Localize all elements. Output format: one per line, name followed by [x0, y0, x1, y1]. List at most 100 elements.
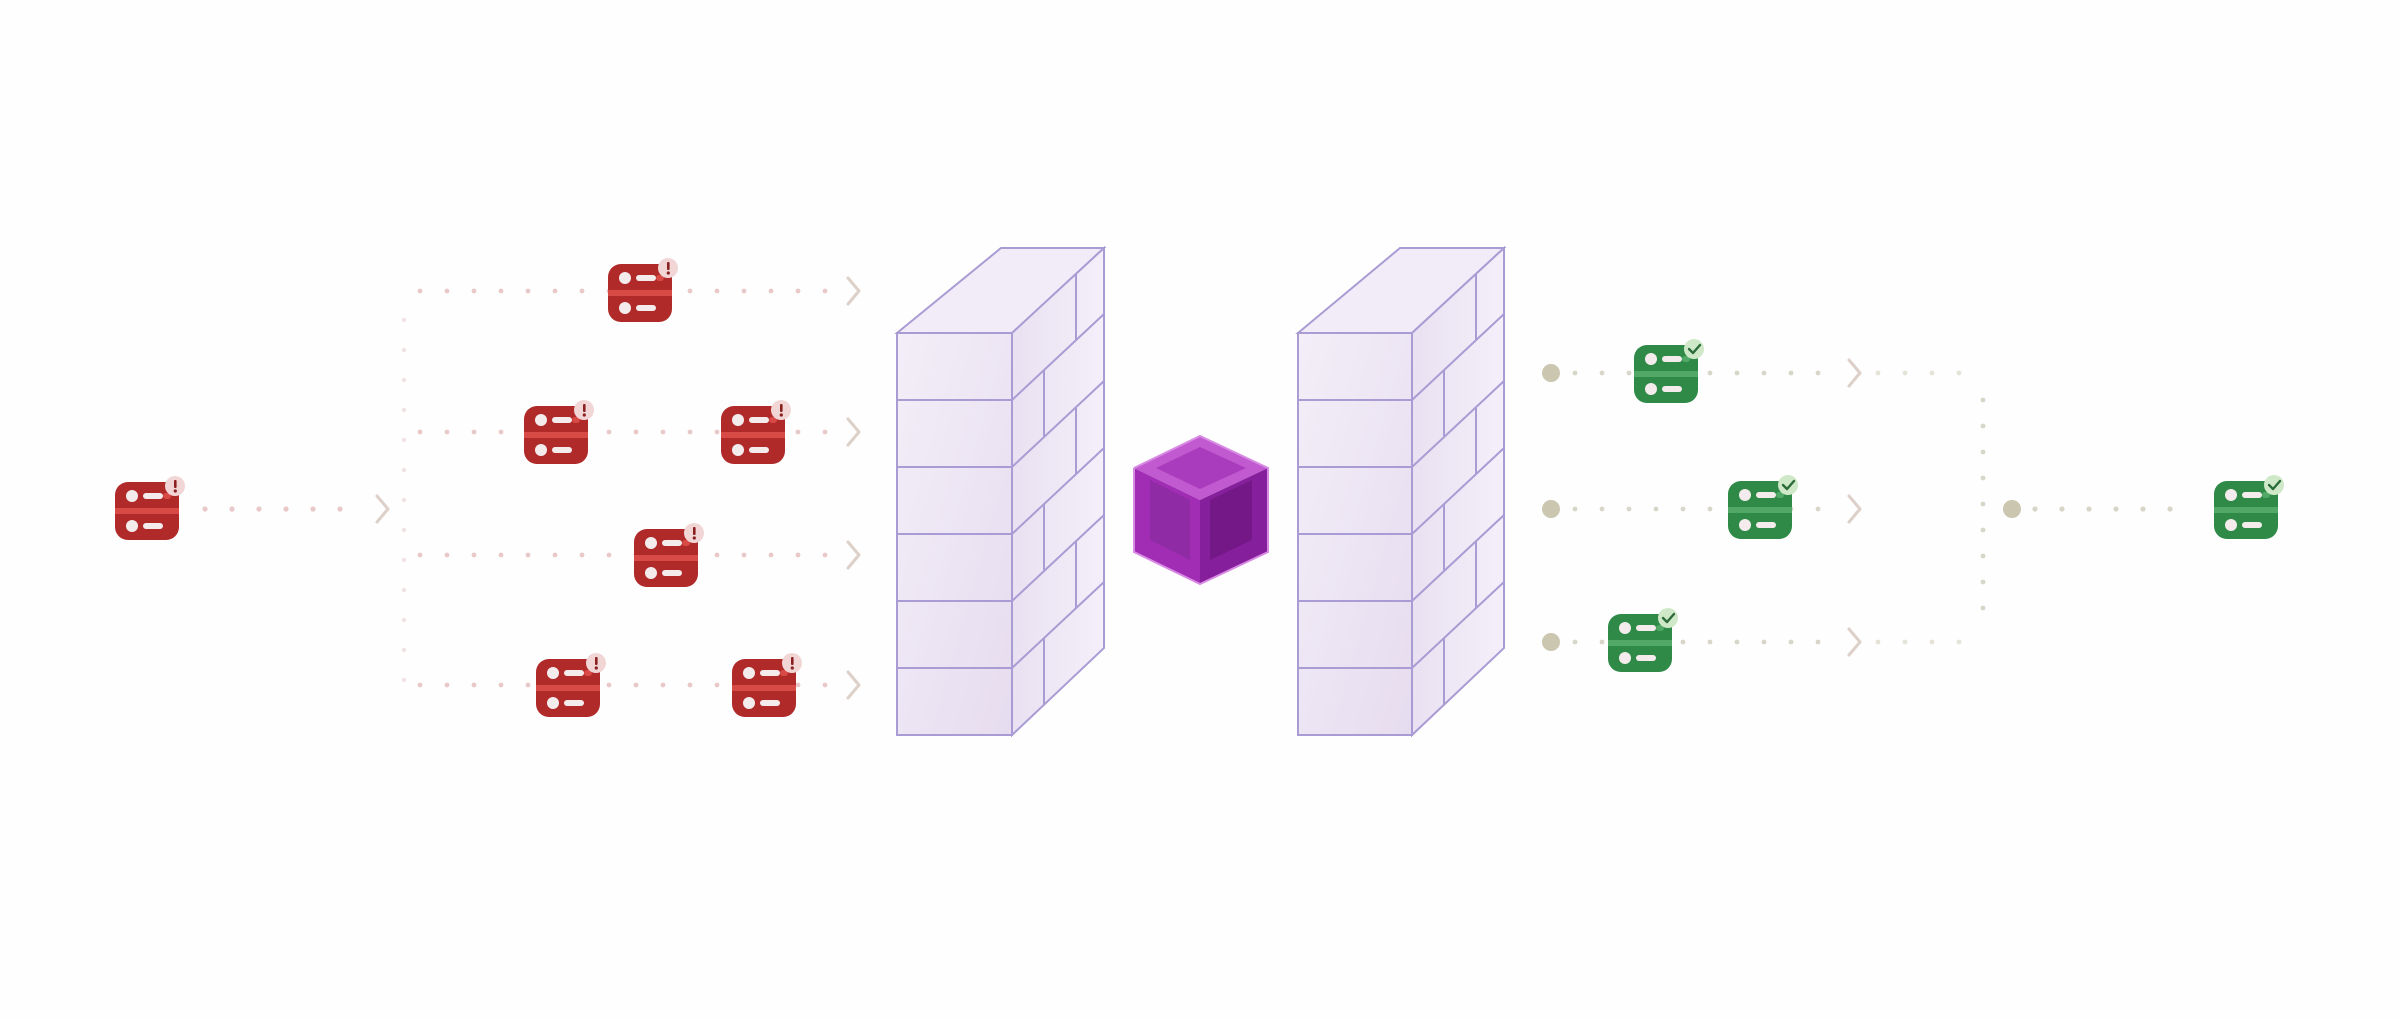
- flow-dot: [660, 429, 666, 435]
- flow-dot: [417, 288, 423, 294]
- flow-dot: [633, 429, 639, 435]
- chevron-right-icon: [846, 276, 861, 306]
- server-warning-icon: [608, 258, 678, 322]
- flow-dot: [444, 288, 450, 294]
- flow-dot: [525, 682, 531, 688]
- flow-dot: [401, 617, 407, 623]
- flow-dot: [1707, 506, 1713, 512]
- incoming-server-node: [730, 651, 802, 723]
- flow-dot: [579, 552, 585, 558]
- flow-dot: [1929, 639, 1935, 645]
- flow-dot: [401, 647, 407, 653]
- server-check-icon: [1634, 339, 1704, 403]
- server-check-icon: [2214, 475, 2284, 539]
- flow-dot: [1761, 639, 1767, 645]
- flow-dot: [714, 429, 720, 435]
- flow-dot: [401, 407, 407, 413]
- firewall-right: [1295, 245, 1507, 738]
- flow-dot: [471, 429, 477, 435]
- flow-dot: [1980, 579, 1986, 585]
- flow-dot: [1572, 370, 1578, 376]
- flow-dot: [401, 527, 407, 533]
- server-check-icon: [1728, 475, 1798, 539]
- flow-dot: [2059, 506, 2065, 512]
- junction-dot-icon: [1542, 633, 1560, 651]
- flow-dot: [401, 347, 407, 353]
- chevron-right-icon: [846, 670, 861, 700]
- flow-dot: [822, 288, 828, 294]
- flow-dot: [401, 557, 407, 563]
- flow-dot: [1761, 370, 1767, 376]
- flow-dot: [444, 552, 450, 558]
- flow-dot: [498, 288, 504, 294]
- flow-dot: [687, 682, 693, 688]
- flow-dot: [1980, 501, 1986, 507]
- flow-dot: [2113, 506, 2119, 512]
- flow-dot: [401, 587, 407, 593]
- flow-dot: [401, 677, 407, 683]
- flow-dot: [417, 682, 423, 688]
- flow-dot: [795, 552, 801, 558]
- flow-dot: [714, 288, 720, 294]
- direction-chevrons: [375, 276, 1862, 700]
- firewall-left: [894, 245, 1107, 738]
- flow-dot: [606, 552, 612, 558]
- flow-dot: [498, 429, 504, 435]
- flow-dot: [401, 437, 407, 443]
- flow-dot: [1734, 370, 1740, 376]
- flow-dot: [606, 429, 612, 435]
- chevron-right-icon: [846, 417, 861, 447]
- source-server-node: [113, 474, 185, 546]
- chevron-right-icon: [1847, 358, 1862, 388]
- flow-dot: [822, 552, 828, 558]
- flow-dot: [1980, 397, 1986, 403]
- chevron-right-icon: [375, 494, 390, 524]
- flow-dot: [1680, 506, 1686, 512]
- incoming-server-node: [719, 398, 791, 470]
- flow-dot: [444, 682, 450, 688]
- flow-dot: [579, 288, 585, 294]
- flow-dot: [1815, 506, 1821, 512]
- flow-dot: [606, 682, 612, 688]
- flow-dot: [471, 288, 477, 294]
- outgoing-server-node: [1606, 606, 1678, 678]
- flow-dot: [2032, 506, 2038, 512]
- flow-dot: [552, 288, 558, 294]
- flow-dot: [401, 467, 407, 473]
- junction-dot-icon: [1542, 364, 1560, 382]
- flow-dot: [283, 506, 289, 512]
- flow-dot: [1572, 639, 1578, 645]
- chevron-right-icon: [846, 540, 861, 570]
- junction-dots: [1542, 364, 2021, 651]
- flow-dot: [1599, 639, 1605, 645]
- outgoing-flow-lines: [1572, 370, 2173, 645]
- flow-dot: [256, 506, 262, 512]
- flow-dot: [1980, 553, 1986, 559]
- flow-dot: [310, 506, 316, 512]
- flow-dot: [1707, 639, 1713, 645]
- flow-dot: [337, 506, 343, 512]
- flow-dot: [552, 552, 558, 558]
- flow-dot: [1599, 370, 1605, 376]
- server-warning-icon: [536, 653, 606, 717]
- flow-dot: [1815, 370, 1821, 376]
- flow-dot: [1875, 370, 1881, 376]
- flow-dot: [1980, 605, 1986, 611]
- server-warning-icon: [732, 653, 802, 717]
- outgoing-server-node: [1726, 473, 1798, 545]
- incoming-rows: [417, 288, 828, 688]
- flow-dot: [741, 288, 747, 294]
- flow-dot: [1980, 423, 1986, 429]
- flow-dot: [741, 552, 747, 558]
- branch-bracket-left: [401, 317, 407, 683]
- flow-dot: [768, 288, 774, 294]
- incoming-server-node: [606, 256, 678, 328]
- incoming-server-node: [534, 651, 606, 723]
- destination-server-node: [2212, 473, 2284, 545]
- flow-dot: [401, 497, 407, 503]
- flow-dot: [1734, 639, 1740, 645]
- flow-dot: [401, 317, 407, 323]
- flow-dot: [1788, 639, 1794, 645]
- chevron-right-icon: [1847, 494, 1862, 524]
